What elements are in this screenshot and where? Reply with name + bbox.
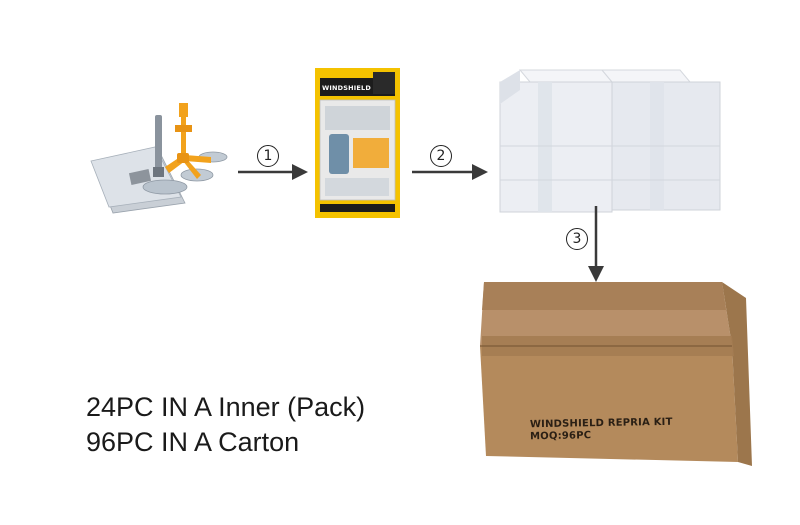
packing-info-line-1: 24PC IN A Inner (Pack)	[86, 392, 366, 422]
kit-parts-image	[90, 103, 228, 214]
step-marker-1: 1	[257, 145, 279, 167]
step-marker-2: 2	[430, 145, 452, 167]
blister-pack-title: WINDSHIELD	[322, 84, 371, 92]
arrow-1	[238, 164, 308, 180]
inner-packs-image	[499, 69, 721, 213]
carton-image	[480, 282, 752, 466]
step-marker-3: 3	[566, 228, 588, 250]
arrow-3	[588, 206, 604, 282]
arrow-2	[412, 164, 488, 180]
blister-pack-image	[315, 68, 400, 218]
packing-info-line-2: 96PC IN A Carton	[86, 427, 300, 457]
